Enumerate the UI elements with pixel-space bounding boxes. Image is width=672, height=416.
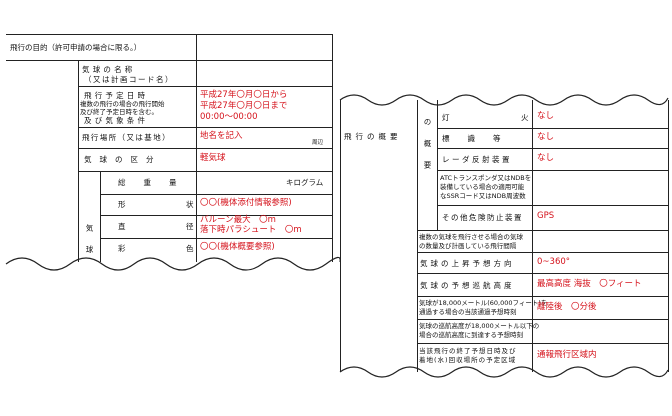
- purpose-label: 飛行の目的（許可申請の場合に限る。）: [10, 43, 142, 52]
- diameter-balloon-value: バルーン最大 〇m: [200, 215, 276, 225]
- color-label-right: 色: [186, 244, 194, 253]
- ascent-direction-value: 0~360°: [537, 257, 571, 267]
- schedule-label: 飛行予定日時: [84, 91, 149, 100]
- landing-label-1: 当該飛行の終了予想日時及び: [419, 347, 517, 355]
- schedule-start-value: 平成27年〇月〇日から: [200, 90, 288, 100]
- shape-value: 〇〇(機体添付情報参照): [200, 198, 292, 208]
- transponder-label-2: 装備している場合の適用可能: [440, 183, 525, 191]
- markings-value: なし: [537, 132, 555, 142]
- balloon-side-label: 気球: [85, 224, 94, 267]
- overview-label: 飛行の概要: [344, 132, 402, 141]
- markings-label: 標識等: [442, 134, 519, 143]
- transponder-label-1: ATCトランスポンダ又はNDBを: [440, 174, 532, 182]
- cruise-altitude-label: 気球の予想巡航高度: [420, 281, 515, 290]
- balloon-name-sublabel: （又は計画コード名）: [84, 75, 174, 84]
- category-label: 気球の区分: [84, 155, 162, 164]
- total-weight-label: 総重量: [118, 178, 195, 187]
- place-label: 飛行場所（又は基地）: [82, 133, 171, 142]
- color-label: 彩: [118, 244, 126, 253]
- total-weight-unit: キログラム: [286, 178, 324, 187]
- transponder-label-3: なSSRコード又はNDB周波数: [440, 192, 526, 200]
- simultaneous-label-1: 複数の気球を飛行させる場合の気球: [419, 233, 523, 241]
- color-value: 〇〇(機体概要参照): [200, 242, 275, 252]
- reach-altitude-label-2: 場合の巡航高度に到達する予想時刻: [419, 331, 523, 339]
- schedule-time-value: 00:00～00:00: [200, 112, 258, 122]
- simultaneous-label-2: の数量及び計画している飛行間隔: [419, 242, 517, 250]
- diameter-parachute-value: 落下時パラシュート 〇m: [200, 225, 302, 235]
- diameter-label: 直: [118, 222, 126, 231]
- pass-18000-value: 離陸後 〇分後: [537, 302, 597, 312]
- reach-altitude-label-1: 気球の巡航高度が18,000メートル以下の: [419, 322, 540, 330]
- shape-label-right: 状: [186, 200, 194, 209]
- place-note: 周辺: [312, 140, 324, 146]
- balloon-name-label: 気球の名称: [82, 65, 136, 74]
- schedule-sublabel-3: 及び気象条件: [84, 116, 149, 125]
- equipment-label: の概要: [423, 118, 432, 183]
- lights-value: なし: [537, 111, 555, 121]
- radar-value: なし: [537, 153, 555, 163]
- lights-label-right: 火: [521, 113, 529, 122]
- diameter-label-right: 径: [186, 222, 194, 231]
- collision-label: その他危険防止装置: [442, 213, 523, 222]
- radar-label: レーダ反射装置: [442, 155, 512, 164]
- landing-value: 通報飛行区域内: [537, 350, 597, 360]
- pass-18000-label-1: 気球が18,000メートル(60,000フィート)を: [419, 299, 548, 307]
- schedule-sublabel-1: 複数の飛行の場合の飛行開始: [80, 100, 165, 108]
- schedule-sublabel-2: 及び終了予定日時を含む。: [80, 108, 158, 116]
- pass-18000-label-2: 通過する場合の当該通過予想時刻: [419, 308, 517, 316]
- category-value: 軽気球: [200, 153, 226, 163]
- place-value: 地名を記入: [200, 131, 243, 141]
- shape-label: 形: [118, 200, 126, 209]
- collision-value: GPS: [537, 211, 555, 221]
- lights-label: 灯: [442, 113, 450, 122]
- ascent-direction-label: 気球の上昇予想方向: [420, 259, 515, 268]
- landing-label-2: 着地(水)回収場所の予定区域: [419, 356, 517, 364]
- schedule-end-value: 平成27年〇月〇日まで: [200, 101, 288, 111]
- cruise-altitude-value: 最高高度 海抜 〇フィート: [537, 279, 642, 289]
